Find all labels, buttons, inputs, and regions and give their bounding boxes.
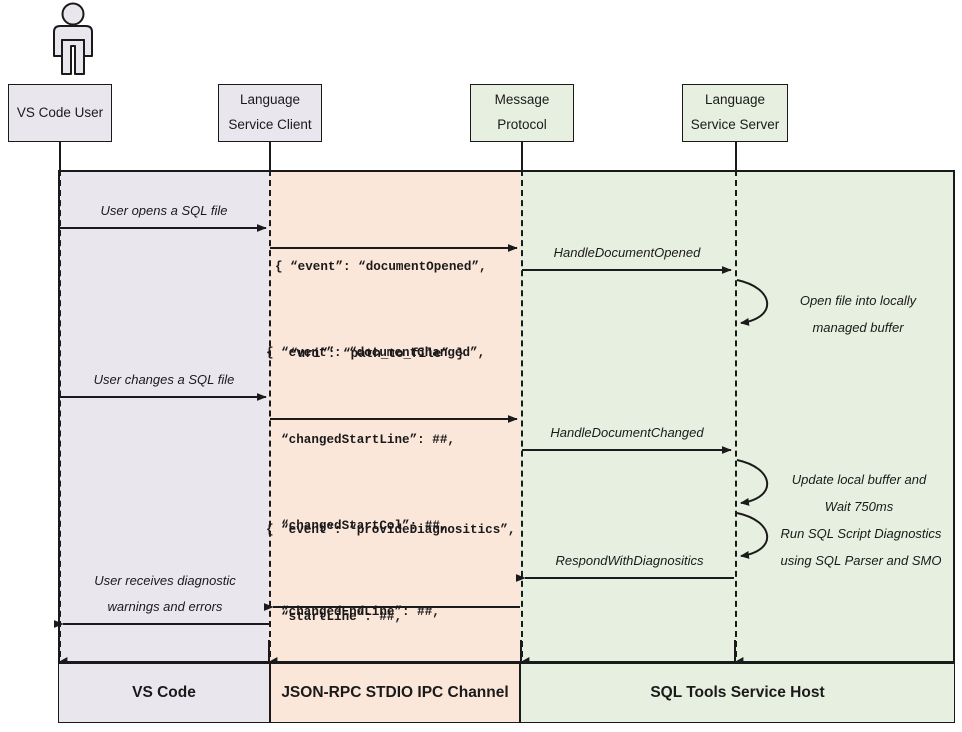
participant-language-service-client-line2: Service Client xyxy=(228,117,312,132)
participant-language-service-client-line1: Language xyxy=(239,92,301,108)
legend-vs-code[interactable]: VS Code xyxy=(58,663,270,723)
lifeline-language-service-client xyxy=(269,170,271,657)
participant-vs-code-user[interactable]: VS Code User xyxy=(8,84,112,142)
legend-service-host[interactable]: SQL Tools Service Host xyxy=(520,663,955,723)
participant-language-service-server[interactable]: Language Service Server xyxy=(682,84,788,142)
lifeline-connector-language-service-client xyxy=(269,142,271,170)
participant-vs-code-user-line1: VS Code User xyxy=(16,104,104,120)
note-open-file-line2: managed buffer xyxy=(812,319,904,335)
payload-document-changed-line-2: “changedStartCol”: ##, xyxy=(266,518,448,533)
note-run-diagnostics-line2: using SQL Parser and SMO xyxy=(780,552,942,568)
lifeline-connector-message-protocol xyxy=(521,142,523,170)
lifeline-vs-code-user xyxy=(59,170,61,657)
band-service-host xyxy=(520,170,955,663)
label-handle-document-changed-line1: HandleDocumentChanged xyxy=(550,425,704,440)
band-ipc-channel xyxy=(270,170,520,663)
note-run-diagnostics-line1: Run SQL Script Diagnostics xyxy=(780,526,942,541)
label-respond-with-diagnositics-line1: RespondWithDiagnositics xyxy=(555,553,704,568)
label-user-receives-diagnostics-line2: warnings and errors xyxy=(107,599,223,614)
label-user-receives-diagnostics: User receives diagnostic warnings and er… xyxy=(64,568,266,620)
payload-provide-diagnositics-line-1: “startLine”: ##, xyxy=(266,609,403,624)
label-handle-document-changed: HandleDocumentChanged xyxy=(527,420,727,446)
lifeline-language-service-server xyxy=(735,170,737,657)
label-user-opens-sql-file-line1: User opens a SQL file xyxy=(100,203,228,218)
note-run-diagnostics: Run SQL Script Diagnostics using SQL Par… xyxy=(768,521,954,574)
payload-provide-diagnositics-line-0: { “event”: “provideDiagnositics”, xyxy=(266,523,516,538)
vs-code-user-actor xyxy=(36,2,110,78)
participant-language-service-client[interactable]: Language Service Client xyxy=(218,84,322,142)
legend-service-host-label: SQL Tools Service Host xyxy=(650,684,825,701)
legend-vs-code-label: VS Code xyxy=(132,684,196,701)
note-update-buffer: Update local buffer and Wait 750ms xyxy=(770,467,948,520)
label-user-changes-sql-file-line1: User changes a SQL file xyxy=(93,372,235,387)
band-vs-code xyxy=(58,170,270,663)
label-respond-with-diagnositics: RespondWithDiagnositics xyxy=(527,548,732,574)
participant-language-service-server-line2: Service Server xyxy=(690,117,780,132)
note-open-file-line1: Open file into locally xyxy=(799,293,917,308)
lifeline-message-protocol xyxy=(521,170,523,657)
label-handle-document-opened: HandleDocumentOpened xyxy=(527,240,727,266)
label-user-changes-sql-file: User changes a SQL file xyxy=(64,367,264,393)
note-open-file: Open file into locally managed buffer xyxy=(770,288,946,341)
label-user-opens-sql-file: User opens a SQL file xyxy=(64,198,264,224)
payload-document-changed-line-3: “changedEndLine”: ##, xyxy=(266,604,440,619)
payload-document-opened-line-1: “uri”: “path_to_file” } xyxy=(275,346,464,361)
participant-message-protocol-line1: Message xyxy=(494,92,550,108)
note-update-buffer-line1: Update local buffer and xyxy=(791,472,927,487)
label-user-receives-diagnostics-line1: User receives diagnostic xyxy=(94,573,236,588)
label-handle-document-opened-line1: HandleDocumentOpened xyxy=(553,245,701,260)
participant-language-service-server-line1: Language xyxy=(704,92,766,108)
payload-document-changed-line-0: { “event”: “documentChanged”, xyxy=(266,346,486,361)
payload-document-opened-line-0: { “event”: “documentOpened”, xyxy=(275,260,487,275)
lifeline-connector-language-service-server xyxy=(735,142,737,170)
payload-document-opened: { “event”: “documentOpened”, “uri”: “pat… xyxy=(275,196,487,426)
legend-ipc-channel[interactable]: JSON-RPC STDIO IPC Channel xyxy=(270,663,520,723)
payload-document-changed-line-1: “changedStartLine”: ##, xyxy=(266,432,455,447)
participant-message-protocol[interactable]: Message Protocol xyxy=(470,84,574,142)
legend-ipc-channel-label: JSON-RPC STDIO IPC Channel xyxy=(281,684,509,701)
lifeline-connector-vs-code-user xyxy=(59,142,61,170)
note-update-buffer-line2: Wait 750ms xyxy=(824,498,894,514)
participant-message-protocol-line2: Protocol xyxy=(497,117,547,132)
